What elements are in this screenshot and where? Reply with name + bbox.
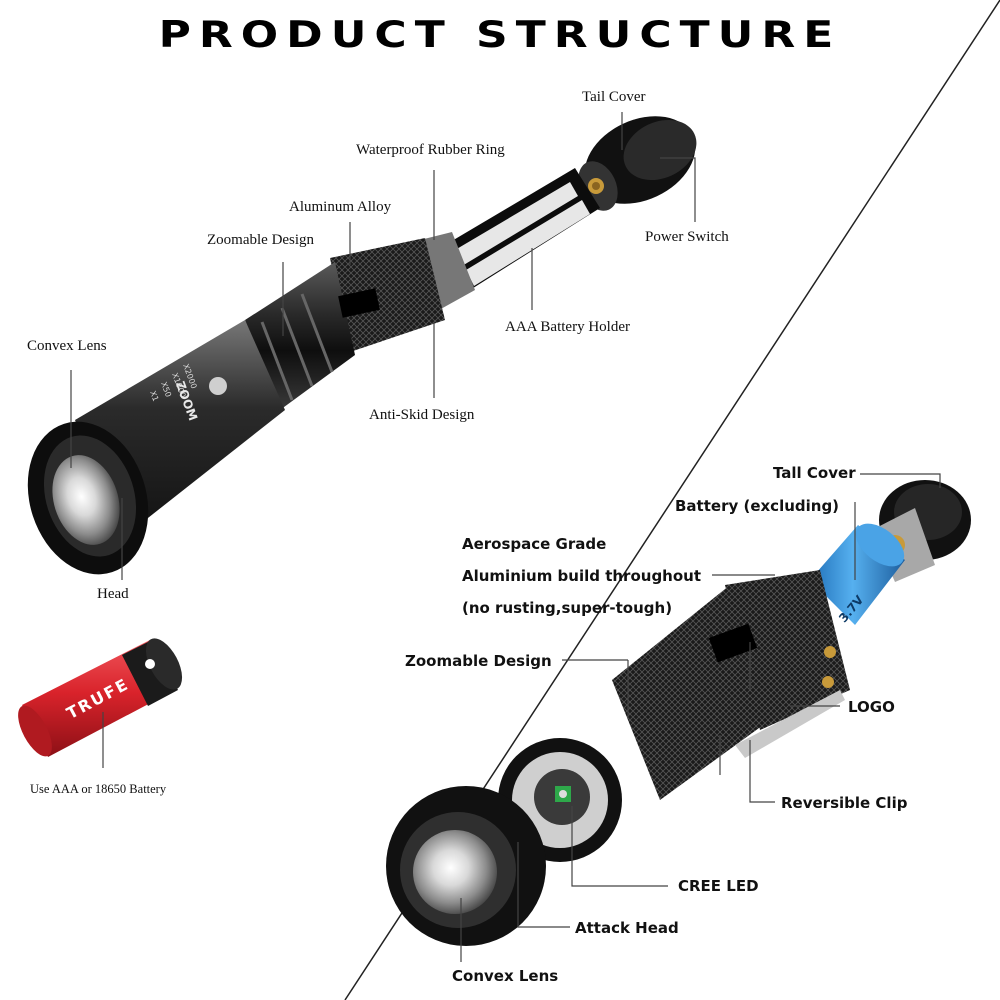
tall-cover-bottom <box>872 480 971 582</box>
label-battery-caption: Use AAA or 18650 Battery <box>30 782 167 796</box>
attack-head-bottom <box>386 786 546 946</box>
label-no-rusting: (no rusting,super-tough) <box>462 599 673 617</box>
label-aerospace-grade: Aerospace Grade <box>462 535 607 553</box>
label-aluminium-build: Aluminium build throughout <box>462 567 702 585</box>
top-leader-lines <box>70 112 696 580</box>
blue-battery <box>810 523 905 625</box>
label-zoomable-design-top: Zoomable Design <box>207 232 315 248</box>
body-top <box>245 232 475 410</box>
label-logo: LOGO <box>848 698 895 716</box>
label-tail-cover: Tail Cover <box>582 89 646 105</box>
bottom-leader-lines <box>460 473 941 962</box>
label-head: Head <box>97 586 129 602</box>
label-power-switch: Power Switch <box>645 229 729 245</box>
label-battery-excluding: Battery (excluding) <box>675 497 840 515</box>
top-flashlight <box>27 116 697 575</box>
label-aluminum-alloy: Aluminum Alloy <box>289 199 392 215</box>
label-reversible-clip: Reversible Clip <box>781 794 908 812</box>
head-top <box>27 320 285 575</box>
label-aaa-battery-holder: AAA Battery Holder <box>505 319 630 335</box>
bottom-flashlight <box>386 480 971 946</box>
label-anti-skid-design: Anti-Skid Design <box>369 407 475 423</box>
label-convex-lens-top: Convex Lens <box>27 338 107 354</box>
label-tall-cover: Tall Cover <box>773 464 856 482</box>
label-waterproof-rubber-ring: Waterproof Rubber Ring <box>356 142 505 158</box>
label-zoomable-design-bottom: Zoomable Design <box>405 652 552 670</box>
red-battery <box>18 638 183 757</box>
battery-holder-top <box>440 168 600 290</box>
label-attack-head: Attack Head <box>575 919 679 937</box>
label-convex-lens-bottom: Convex Lens <box>452 967 559 985</box>
page-title: PRODUCT STRUCTURE <box>158 14 842 56</box>
label-cree-led: CREE LED <box>678 877 759 895</box>
zoom-scale-mark: X1 <box>148 390 160 403</box>
body-bottom <box>612 570 850 800</box>
